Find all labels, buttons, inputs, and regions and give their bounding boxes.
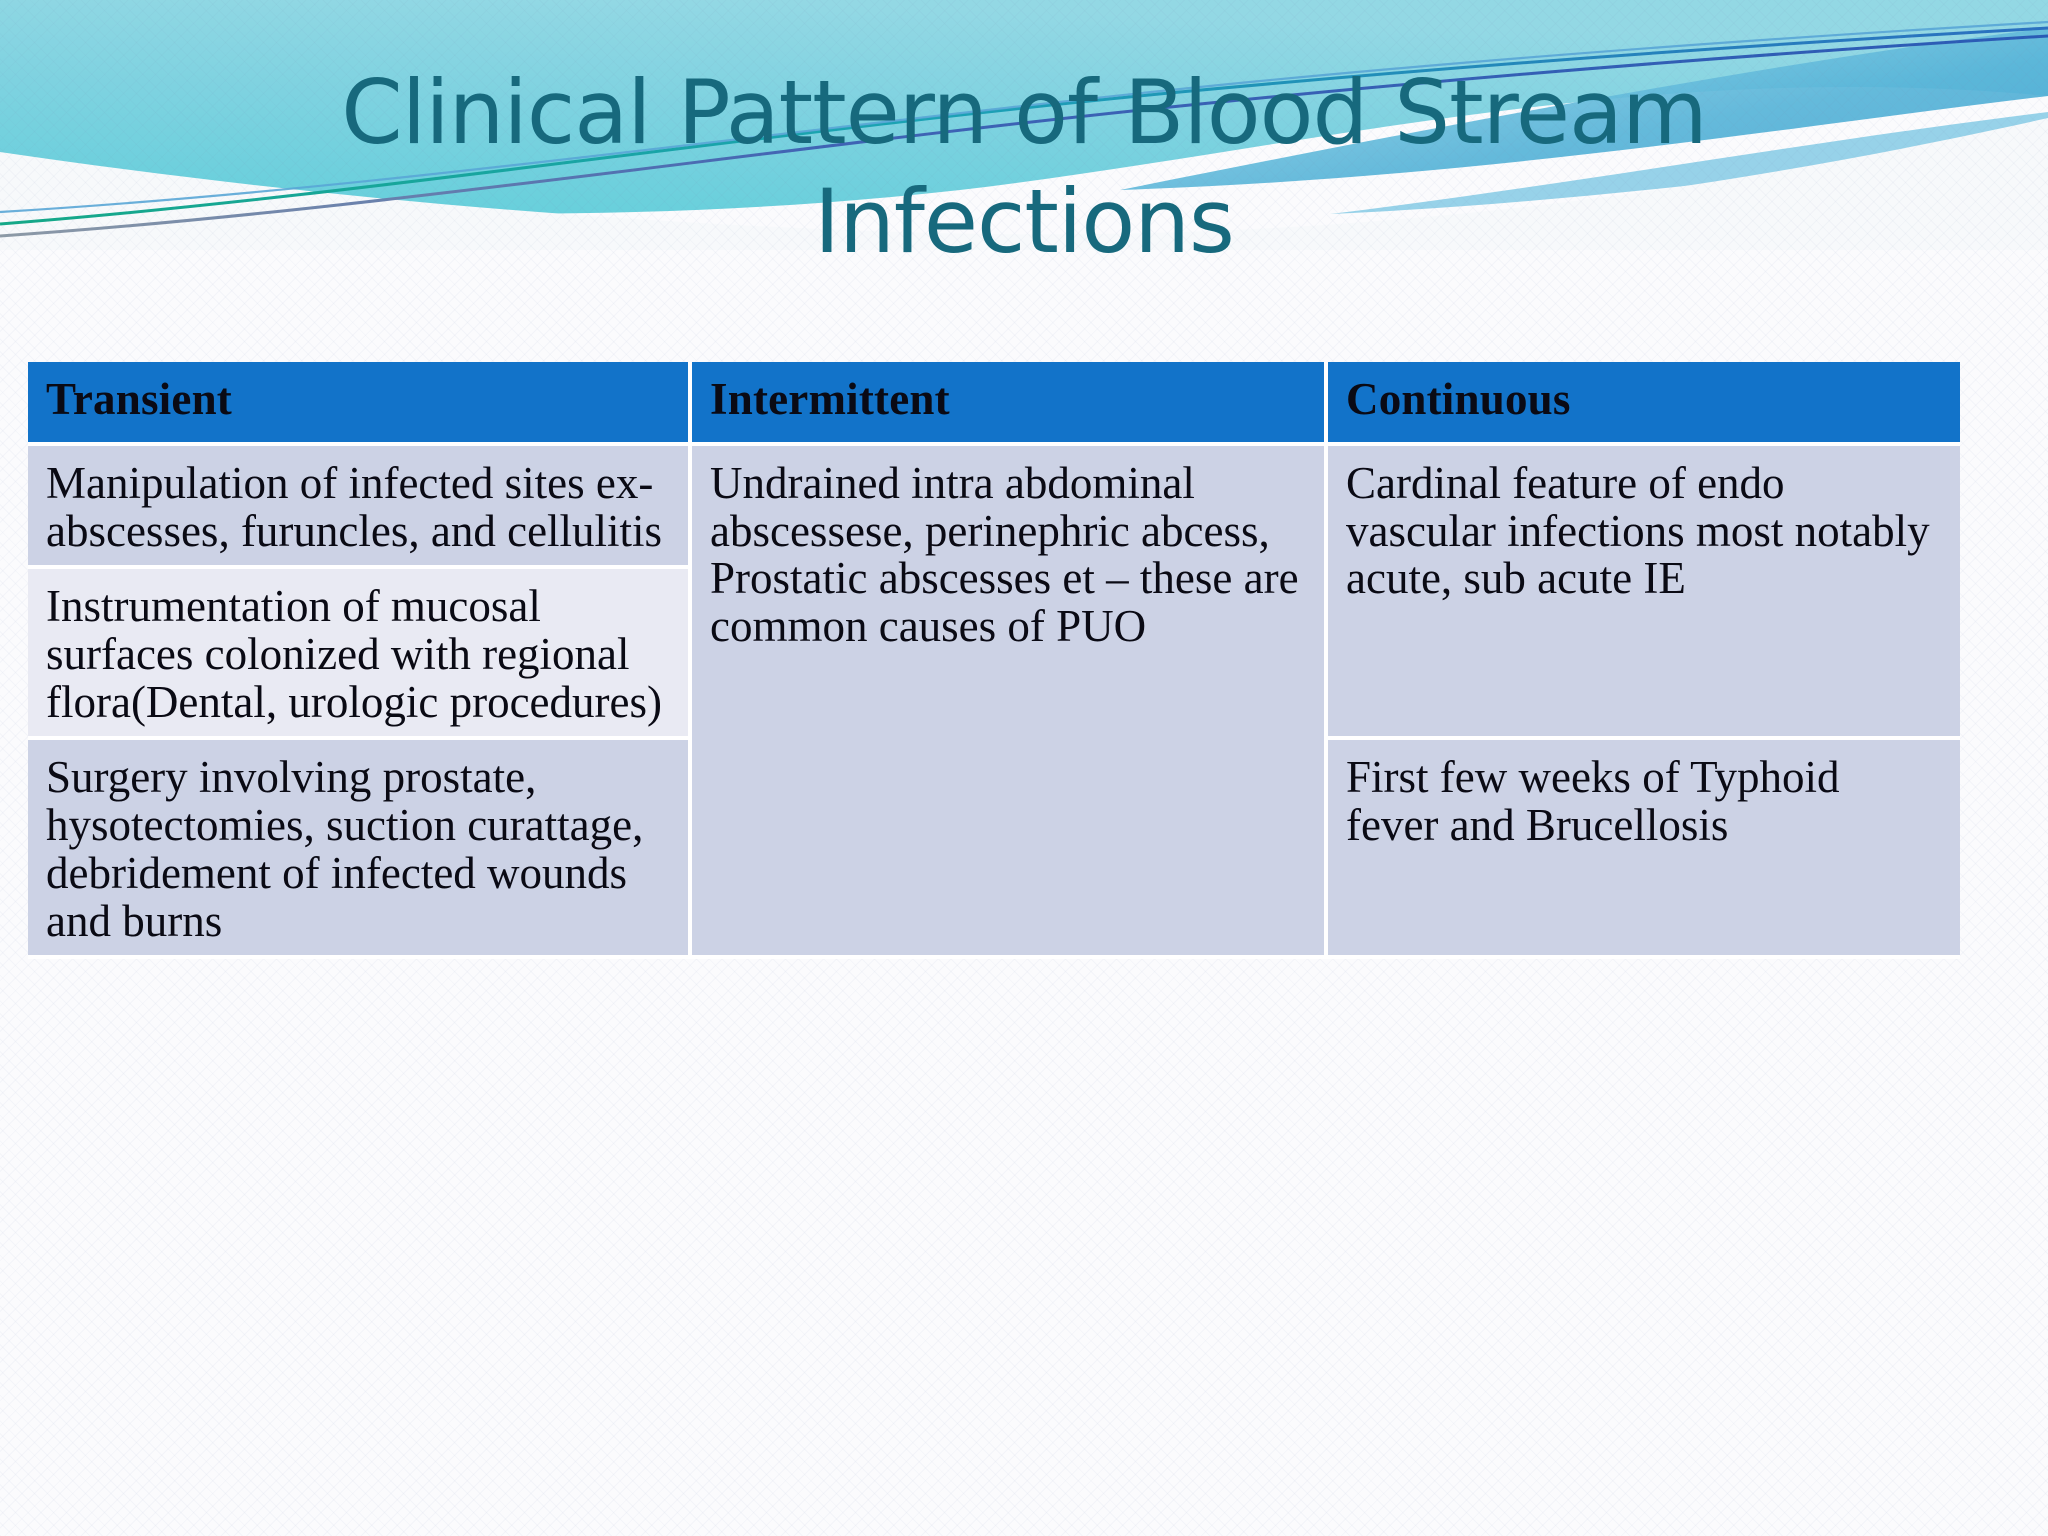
column-header-continuous: Continuous [1324, 362, 1960, 446]
bsi-pattern-table-wrapper: Transient Intermittent Continuous Manipu… [28, 362, 1960, 960]
page-title: Clinical Pattern of Blood Stream Infecti… [341, 61, 1707, 274]
cell-continuous-2: First few weeks of Typhoid fever and Bru… [1324, 740, 1960, 960]
table-row: Surgery involving prostate, hysotectomie… [28, 740, 1960, 960]
cell-continuous-1: Cardinal feature of endo vascular infect… [1324, 446, 1960, 741]
table-header-row: Transient Intermittent Continuous [28, 362, 1960, 446]
cell-intermittent-1: Undrained intra abdominal abscessese, pe… [688, 446, 1324, 960]
cell-text: Instrumentation of mucosal surfaces colo… [46, 581, 662, 727]
cell-text: Surgery involving prostate, hysotectomie… [46, 752, 644, 946]
cell-transient-2: Instrumentation of mucosal surfaces colo… [28, 569, 688, 741]
column-header-transient: Transient [28, 362, 688, 446]
column-header-intermittent: Intermittent [688, 362, 1324, 446]
table-row: Manipulation of infected sites ex- absce… [28, 446, 1960, 960]
cell-text: First few weeks of Typhoid fever and Bru… [1346, 752, 1840, 851]
table-body: Manipulation of infected sites ex- absce… [28, 446, 1960, 960]
cell-transient-3: Surgery involving prostate, hysotectomie… [28, 740, 688, 960]
table-row: Instrumentation of mucosal surfaces colo… [28, 569, 1960, 741]
cell-text: Manipulation of infected sites ex- absce… [46, 458, 663, 556]
bsi-pattern-table: Transient Intermittent Continuous Manipu… [28, 362, 1960, 960]
cell-text: Cardinal feature of endo vascular infect… [1346, 458, 1930, 604]
decorative-header-banner [0, 0, 2048, 250]
cell-transient-1: Manipulation of infected sites ex- absce… [28, 446, 688, 570]
table-header: Transient Intermittent Continuous [28, 362, 1960, 446]
cell-text: Undrained intra abdominal abscessese, pe… [710, 458, 1299, 652]
